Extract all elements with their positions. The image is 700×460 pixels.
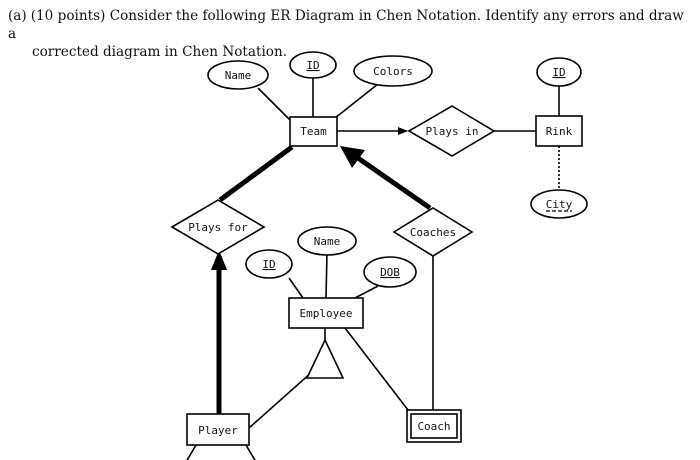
entity-player: Player bbox=[186, 413, 250, 446]
attribute-rink-city-label: City bbox=[546, 198, 573, 211]
line-employee-name bbox=[325, 251, 328, 299]
line-employee-id bbox=[288, 277, 304, 299]
line-team-name bbox=[257, 87, 291, 121]
attribute-rink-city: City bbox=[530, 189, 588, 219]
relationship-plays-for-label: Plays for bbox=[188, 221, 248, 234]
attribute-employee-id: ID bbox=[245, 249, 293, 279]
entity-team-label: Team bbox=[300, 125, 327, 138]
line-player-stub-left bbox=[186, 444, 197, 460]
line-player-stub-right bbox=[245, 444, 256, 460]
relationship-coaches-label: Coaches bbox=[410, 226, 456, 239]
line-employee-coach bbox=[344, 327, 409, 411]
attribute-employee-dob: DOB bbox=[363, 256, 417, 288]
entity-coach: Coach bbox=[406, 409, 462, 443]
attribute-rink-id-label: ID bbox=[552, 66, 565, 79]
entity-employee-label: Employee bbox=[300, 307, 353, 320]
entity-coach-label: Coach bbox=[417, 420, 450, 433]
relationship-plays-in-label: Plays in bbox=[426, 125, 479, 138]
entity-employee: Employee bbox=[288, 297, 364, 329]
attribute-team-name-label: Name bbox=[225, 69, 252, 82]
bold-arrowhead-team bbox=[340, 146, 365, 168]
relationship-coaches: Coaches bbox=[392, 207, 474, 257]
connectors bbox=[186, 78, 560, 460]
bold-arrowhead-playsfor bbox=[211, 250, 227, 270]
question-label: (a) bbox=[8, 8, 27, 24]
relationship-plays-in: Plays in bbox=[407, 105, 496, 157]
entity-team: Team bbox=[289, 116, 338, 147]
attribute-employee-name: Name bbox=[297, 226, 357, 256]
line-employee-dob bbox=[354, 285, 379, 299]
attribute-team-colors-label: Colors bbox=[373, 65, 413, 78]
question-line-2: corrected diagram in Chen Notation. bbox=[32, 44, 288, 60]
attribute-team-name: Name bbox=[207, 60, 269, 90]
relationship-plays-for: Plays for bbox=[170, 199, 266, 255]
attribute-rink-id: ID bbox=[536, 57, 582, 87]
attribute-team-colors: Colors bbox=[353, 55, 433, 87]
entity-player-label: Player bbox=[198, 424, 238, 437]
attribute-team-id: ID bbox=[289, 51, 337, 79]
entity-rink: Rink bbox=[535, 115, 583, 147]
question-text: (a)(10 points) Consider the following ER… bbox=[8, 7, 696, 61]
entity-rink-label: Rink bbox=[546, 125, 573, 138]
line-team-colors bbox=[334, 83, 379, 119]
bold-team-playsfor bbox=[218, 144, 294, 203]
isa-triangle bbox=[305, 338, 345, 379]
attribute-employee-name-label: Name bbox=[314, 235, 341, 248]
attribute-employee-id-label: ID bbox=[262, 258, 275, 271]
question-line-1: (10 points) Consider the following ER Di… bbox=[8, 8, 684, 42]
attribute-team-id-label: ID bbox=[306, 59, 319, 72]
line-isa-player bbox=[248, 371, 313, 429]
attribute-employee-dob-label: DOB bbox=[380, 266, 400, 279]
bold-coaches-team bbox=[353, 153, 432, 211]
